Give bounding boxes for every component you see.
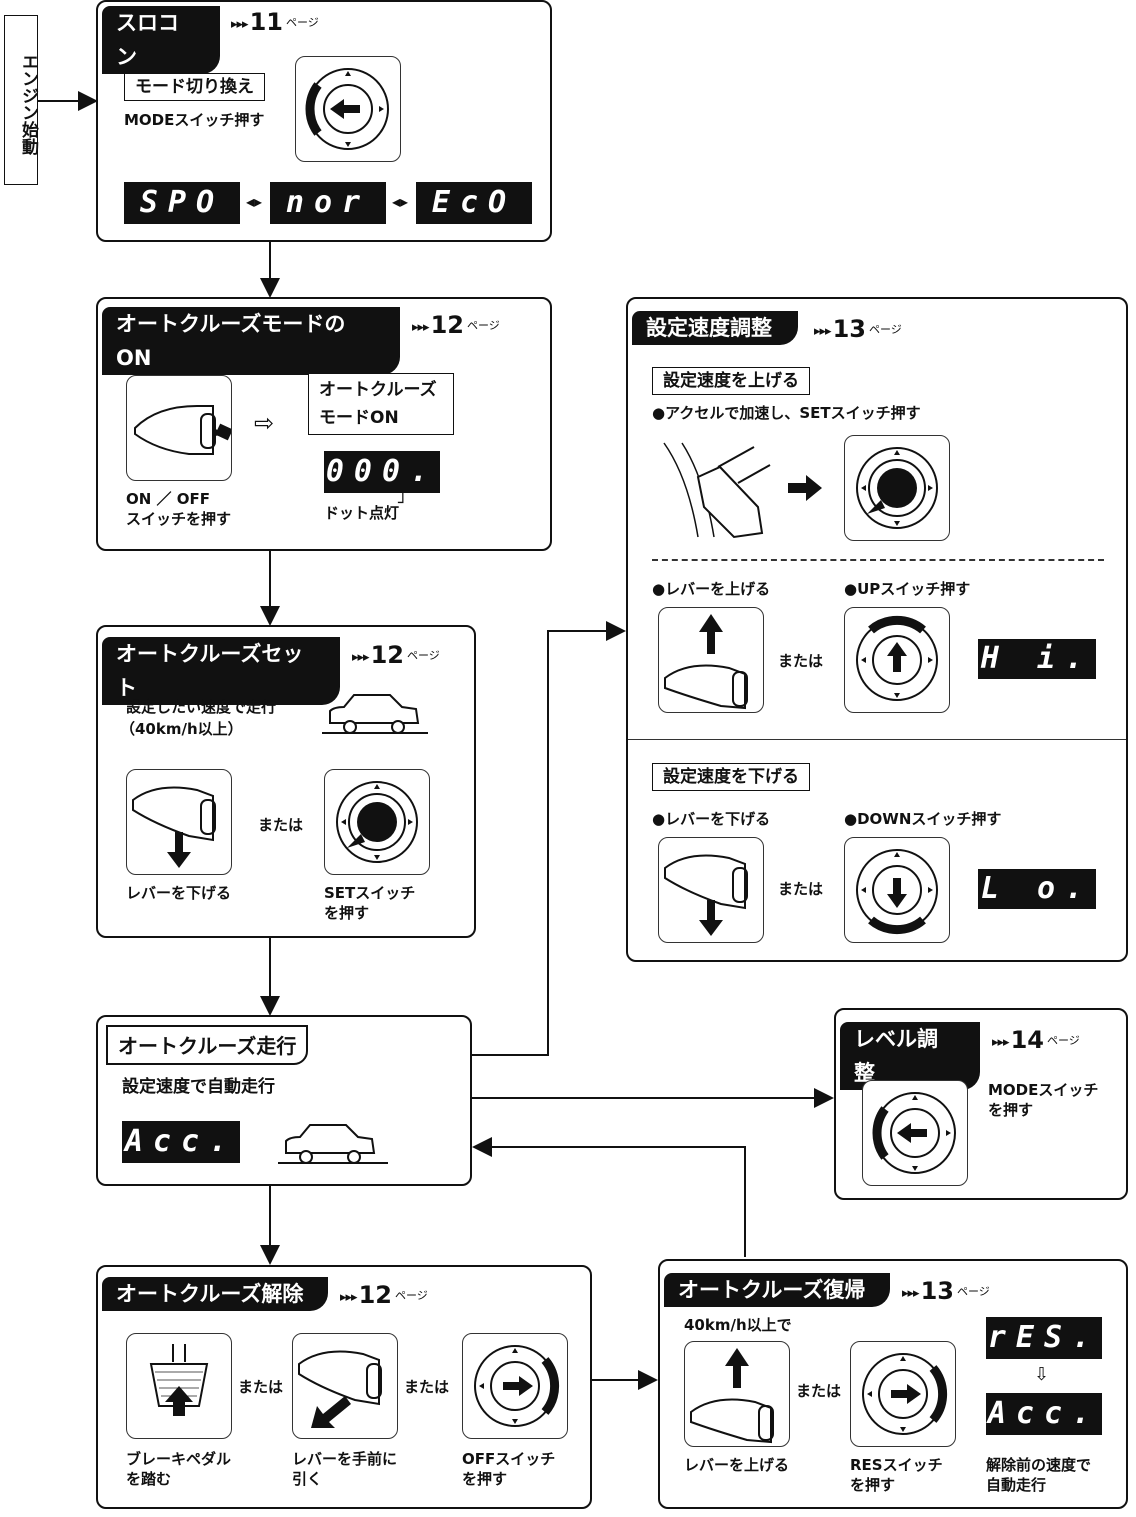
speed-up-accel: ●アクセルで加速し、SETスイッチ押す bbox=[652, 404, 921, 422]
brake-desc-1: ブレーキペダル bbox=[126, 1450, 232, 1468]
right-arrow-icon: ⇨ bbox=[254, 409, 275, 437]
res-desc-2: を押す bbox=[850, 1476, 896, 1494]
down-dial-icon bbox=[844, 837, 950, 943]
release-title: オートクルーズ解除 bbox=[102, 1277, 328, 1311]
dashed-divider bbox=[652, 559, 1104, 561]
brake-pedal-icon bbox=[126, 1333, 232, 1439]
lcd-hi: H i. bbox=[978, 639, 1096, 679]
auto-set-title: オートクルーズセット bbox=[102, 637, 340, 705]
speed-up-label: 設定速度を上げる bbox=[652, 367, 810, 395]
speed-adjust-title: 設定速度調整 bbox=[632, 311, 798, 345]
lcd-lo: L o. bbox=[978, 869, 1096, 909]
car-icon bbox=[278, 1124, 388, 1164]
set-or: または bbox=[258, 816, 304, 834]
mode-switch-desc: MODEスイッチ押す bbox=[124, 111, 265, 129]
result-desc-1: 解除前の速度で bbox=[986, 1456, 1092, 1474]
set-desc-2: （40km/h以上） bbox=[120, 720, 243, 738]
res-desc-1: RESスイッチ bbox=[850, 1456, 943, 1474]
brake-desc-2: を踏む bbox=[126, 1470, 172, 1488]
result-desc-2: 自動走行 bbox=[986, 1476, 1047, 1494]
set-desc-1: 設定したい速度で走行 bbox=[126, 698, 277, 716]
mode-dial-icon bbox=[862, 1080, 968, 1186]
engine-start-label: エンジン始動 bbox=[4, 15, 38, 185]
set-dial-icon bbox=[324, 769, 430, 875]
lever-down-desc: レバーを下げる bbox=[126, 884, 232, 902]
cycle-arrow-icon: ◂▸ bbox=[392, 192, 409, 211]
resume-condition: 40km/h以上で bbox=[684, 1316, 792, 1334]
accel-pedal-icon bbox=[663, 442, 771, 539]
cruise-box: オートクルーズ走行 設定速度で自動走行 Acc. bbox=[96, 1015, 472, 1186]
speed-up-or: または bbox=[778, 652, 824, 670]
onoff-desc-2: スイッチを押す bbox=[126, 510, 232, 528]
level-desc-2: を押す bbox=[988, 1101, 1034, 1119]
lcd-acc: Acc. bbox=[986, 1393, 1102, 1435]
mode-dial-icon bbox=[295, 56, 401, 162]
dot-lit-label: ドット点灯 bbox=[324, 504, 400, 522]
lever-onoff-icon bbox=[126, 375, 232, 481]
res-dial-icon bbox=[850, 1341, 956, 1447]
up-dial-icon bbox=[844, 607, 950, 713]
speed-up-lever: ●レバーを上げる bbox=[652, 580, 771, 598]
lever-down-icon bbox=[126, 769, 232, 875]
off-dial-icon bbox=[462, 1333, 568, 1439]
level-title: レベル調整 bbox=[840, 1022, 980, 1090]
lcd-nor: nor bbox=[270, 182, 386, 224]
lcd-eco: EcO bbox=[416, 182, 532, 224]
lever-down-icon bbox=[658, 837, 764, 943]
lever-pull-desc-1: レバーを手前に bbox=[292, 1450, 398, 1468]
off-desc-2: を押す bbox=[462, 1470, 508, 1488]
off-desc-1: OFFスイッチ bbox=[462, 1450, 556, 1468]
mode-switch-label: モード切り換え bbox=[124, 73, 265, 101]
resume-or: または bbox=[796, 1382, 842, 1400]
lever-pull-desc-2: 引く bbox=[292, 1470, 323, 1488]
right-arrow-icon bbox=[788, 475, 822, 501]
lever-pull-icon bbox=[292, 1333, 398, 1439]
car-icon bbox=[322, 694, 428, 734]
lcd-acc: Acc. bbox=[122, 1121, 240, 1163]
lcd-res: rES. bbox=[986, 1317, 1102, 1359]
cycle-arrow-icon: ◂▸ bbox=[246, 192, 263, 211]
resume-title: オートクルーズ復帰 bbox=[664, 1273, 890, 1307]
lcd-spo: SPO bbox=[124, 182, 240, 224]
set-switch-desc-2: を押す bbox=[324, 904, 370, 922]
section-divider bbox=[628, 739, 1126, 740]
speed-down-label: 設定速度を下げる bbox=[652, 763, 810, 791]
level-desc-1: MODEスイッチ bbox=[988, 1081, 1099, 1099]
mode-on-box: オートクルーズモードON bbox=[308, 373, 454, 435]
set-switch-desc-1: SETスイッチ bbox=[324, 884, 416, 902]
down-arrow-icon: ⇩ bbox=[1034, 1364, 1050, 1385]
cruise-title: オートクルーズ走行 bbox=[106, 1025, 309, 1065]
speed-down-lever: ●レバーを下げる bbox=[652, 810, 771, 828]
set-dial-icon bbox=[844, 435, 950, 541]
dot-pointer-icon: ┘ bbox=[398, 493, 408, 512]
lever-up-icon bbox=[658, 607, 764, 713]
speed-down-switch: ●DOWNスイッチ押す bbox=[844, 810, 1002, 828]
speed-down-or: または bbox=[778, 880, 824, 898]
release-or-b: または bbox=[404, 1378, 450, 1396]
surocon-title: スロコン bbox=[102, 6, 220, 74]
speed-up-switch: ●UPスイッチ押す bbox=[844, 580, 971, 598]
auto-on-title: オートクルーズモードのON bbox=[102, 307, 400, 375]
lcd-000: 000. bbox=[324, 451, 440, 493]
lever-up-desc: レバーを上げる bbox=[684, 1456, 790, 1474]
cruise-desc: 設定速度で自動走行 bbox=[122, 1077, 275, 1097]
release-or-a: または bbox=[238, 1378, 284, 1396]
onoff-desc-1: ON ／ OFF bbox=[126, 490, 210, 508]
lever-up-icon bbox=[684, 1341, 790, 1447]
